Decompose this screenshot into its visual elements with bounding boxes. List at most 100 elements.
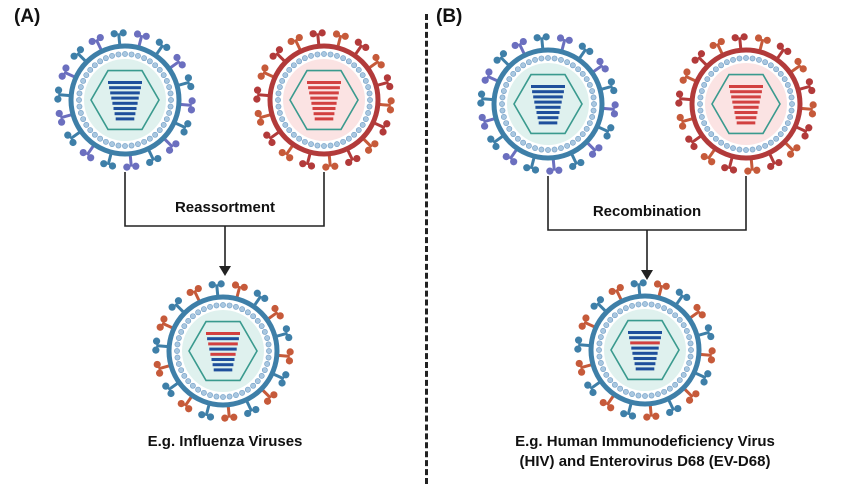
spike-head	[616, 283, 624, 292]
spike-head	[132, 162, 140, 170]
spike-head	[753, 166, 761, 174]
matrix-protein	[538, 55, 545, 62]
spike-head	[278, 379, 286, 387]
spike-head	[184, 74, 192, 82]
matrix-protein	[603, 322, 610, 329]
matrix-protein	[314, 51, 321, 58]
spike-head	[383, 120, 391, 128]
matrix-protein	[622, 305, 629, 312]
spike-head	[318, 29, 326, 37]
spike-head	[119, 29, 127, 37]
genome-segment	[729, 85, 763, 88]
matrix-protein	[275, 97, 281, 103]
matrix-protein	[686, 360, 693, 366]
matrix-protein	[583, 76, 590, 83]
matrix-protein	[575, 66, 582, 73]
matrix-protein	[163, 116, 170, 123]
genome-segment	[312, 107, 336, 110]
matrix-protein	[617, 308, 624, 315]
spike-head	[519, 37, 527, 46]
spike-head	[156, 323, 164, 331]
matrix-protein	[558, 56, 564, 63]
caption-a-line-1: E.g. Influenza Viruses	[147, 433, 303, 450]
genome-segment	[534, 100, 562, 104]
matrix-protein	[499, 101, 505, 107]
matrix-protein	[590, 107, 597, 114]
spike-head	[499, 50, 508, 58]
spike-head	[54, 86, 63, 94]
spike-head	[252, 405, 260, 414]
matrix-protein	[597, 334, 604, 340]
matrix-protein	[569, 139, 576, 146]
spike-head	[386, 106, 395, 114]
matrix-protein	[163, 77, 170, 84]
genome-segment	[207, 337, 239, 341]
matrix-protein	[569, 62, 576, 69]
matrix-protein	[279, 77, 286, 84]
matrix-protein	[141, 55, 148, 62]
spike-head	[275, 46, 284, 54]
spike-head	[100, 160, 108, 168]
genome-segment	[628, 331, 662, 334]
matrix-protein	[301, 138, 308, 145]
panel-a: Reassortment	[54, 29, 395, 422]
spike-head	[282, 371, 290, 379]
spike-head	[278, 149, 286, 157]
matrix-protein	[254, 317, 261, 324]
matrix-protein	[586, 120, 593, 127]
matrix-protein	[275, 90, 282, 97]
spike-head	[295, 33, 303, 42]
matrix-protein	[174, 354, 181, 361]
genome-segment	[208, 342, 238, 346]
spike-head	[331, 162, 339, 170]
parent-virus-blue-a	[54, 29, 196, 171]
matrix-protein	[261, 328, 268, 335]
matrix-protein	[321, 143, 327, 149]
matrix-protein	[327, 51, 334, 58]
spike-head	[186, 288, 194, 297]
spike-head	[55, 109, 63, 118]
matrix-protein	[514, 66, 521, 73]
spike-head	[697, 50, 706, 58]
matrix-protein	[499, 107, 506, 114]
spike-head	[607, 124, 615, 132]
matrix-protein	[635, 301, 642, 308]
matrix-protein	[276, 110, 283, 116]
spike-head	[173, 53, 181, 62]
matrix-protein	[520, 139, 527, 146]
genome-segment	[212, 363, 234, 367]
spike-head	[168, 303, 176, 311]
matrix-protein	[345, 135, 352, 142]
spike-head	[240, 283, 248, 291]
matrix-protein	[697, 94, 704, 101]
matrix-protein	[676, 316, 683, 323]
spike-head	[108, 162, 117, 170]
matrix-protein	[166, 110, 173, 116]
spike-head	[510, 158, 518, 166]
matrix-protein	[128, 51, 135, 58]
matrix-protein	[767, 62, 774, 69]
matrix-protein	[697, 101, 703, 107]
spike-head	[299, 160, 307, 168]
spike-head	[364, 146, 373, 154]
matrix-protein	[672, 381, 679, 388]
matrix-protein	[261, 367, 268, 374]
spike-head	[481, 76, 489, 84]
spike-head	[263, 131, 271, 139]
matrix-protein	[564, 59, 571, 66]
matrix-protein	[642, 301, 648, 307]
matrix-protein	[718, 139, 725, 146]
matrix-protein	[80, 77, 87, 84]
spike-head	[261, 294, 269, 302]
matrix-protein	[701, 120, 708, 127]
matrix-protein	[226, 302, 233, 309]
matrix-protein	[359, 121, 366, 128]
spike-head	[354, 38, 362, 46]
matrix-protein	[510, 70, 517, 77]
matrix-protein	[362, 77, 369, 84]
spike-head	[754, 34, 763, 42]
spike-head	[809, 101, 817, 109]
spike-head	[332, 30, 341, 38]
capsid-hexagon	[513, 73, 583, 135]
